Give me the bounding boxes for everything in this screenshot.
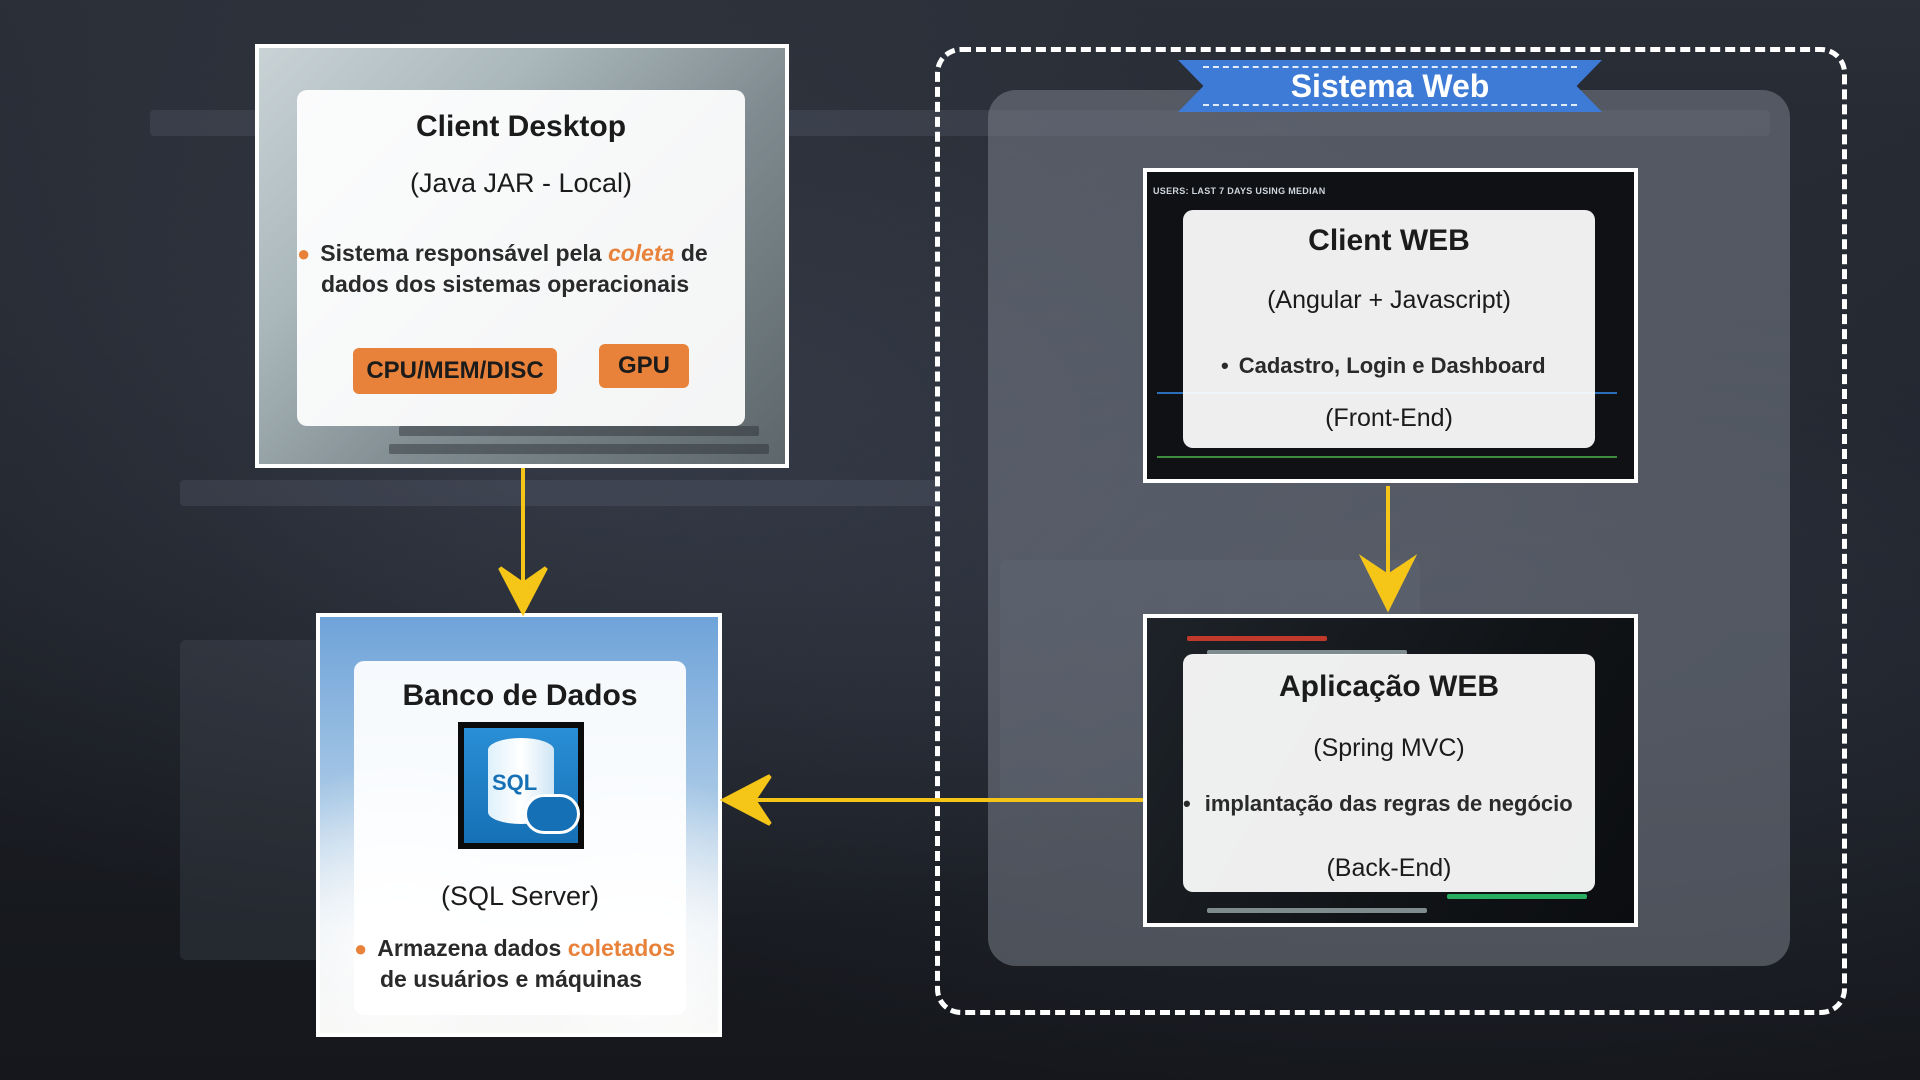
- arrow-down-icon: [498, 566, 548, 617]
- app-web-subtitle: (Spring MVC): [1313, 734, 1465, 762]
- bullet-dot-icon: •: [1183, 791, 1191, 816]
- app-web-bullet: •implantação das regras de negócio: [1183, 791, 1573, 816]
- client-web-content: Client WEB (Angular + Javascript) •Cadas…: [1183, 210, 1595, 448]
- code-line-decoration: [1207, 908, 1427, 913]
- bullet-dot-icon: ●: [354, 936, 368, 961]
- database-subtitle: (SQL Server): [440, 881, 600, 911]
- bullet-dot-icon: ●: [297, 241, 311, 266]
- dashboard-header-text: USERS: LAST 7 DAYS USING MEDIAN: [1153, 186, 1326, 196]
- database-title: Banco de Dados: [402, 679, 638, 712]
- tag-gpu: GPU: [599, 344, 689, 388]
- code-line-decoration: [1207, 650, 1407, 655]
- app-web-content: Aplicação WEB (Spring MVC) •implantação …: [1183, 654, 1595, 892]
- sql-server-icon-body: SQL: [464, 728, 580, 843]
- app-web-footer: (Back-End): [1326, 854, 1452, 882]
- sql-server-icon: SQL: [458, 722, 584, 849]
- client-web-subtitle: (Angular + Javascript): [1267, 286, 1511, 314]
- database-bullet: ●Armazena dados coletados: [354, 935, 676, 961]
- code-line-decoration: [1447, 894, 1587, 899]
- app-web-title: Aplicação WEB: [1278, 670, 1500, 703]
- background-band: [180, 480, 940, 506]
- highlight-coletados: coletados: [567, 935, 676, 961]
- client-web-title: Client WEB: [1308, 224, 1470, 257]
- code-line-decoration: [1187, 636, 1327, 641]
- keyboard-decoration: [399, 426, 759, 436]
- sistema-web-region: [935, 47, 1847, 1015]
- arrow-down-icon: [1358, 554, 1418, 613]
- dashboard-line: [1157, 456, 1617, 458]
- client-desktop-title: Client Desktop: [415, 110, 627, 143]
- keyboard-decoration: [389, 444, 769, 454]
- sistema-web-banner-label: Sistema Web: [1290, 67, 1490, 104]
- app-web-card: Aplicação WEB (Spring MVC) •implantação …: [1143, 614, 1638, 927]
- client-desktop-subtitle: (Java JAR - Local): [409, 168, 633, 198]
- client-web-footer: (Front-End): [1325, 404, 1453, 432]
- client-desktop-card: Client Desktop (Java JAR - Local) ●Siste…: [255, 44, 789, 468]
- client-web-card: USERS: LAST 7 DAYS USING MEDIAN Client W…: [1143, 168, 1638, 483]
- database-bullet-line2: de usuários e máquinas: [380, 966, 643, 992]
- sql-icon-label: SQL: [492, 770, 538, 795]
- bullet-dot-icon: •: [1221, 353, 1229, 378]
- client-desktop-bullet: ●Sistema responsável pela coleta de: [297, 240, 708, 266]
- client-web-bullet: •Cadastro, Login e Dashboard: [1221, 353, 1546, 378]
- tag-cpu-mem-disc: CPU/MEM/DISC: [353, 348, 557, 394]
- sistema-web-banner: Sistema Web: [1178, 60, 1602, 112]
- client-desktop-bullet-line2: dados dos sistemas operacionais: [321, 271, 690, 297]
- cloud-icon: [524, 794, 580, 834]
- arrow-left-icon: [719, 774, 772, 826]
- highlight-coleta: coleta: [607, 240, 675, 266]
- database-card: Banco de Dados (SQL Server) ●Armazena da…: [316, 613, 722, 1037]
